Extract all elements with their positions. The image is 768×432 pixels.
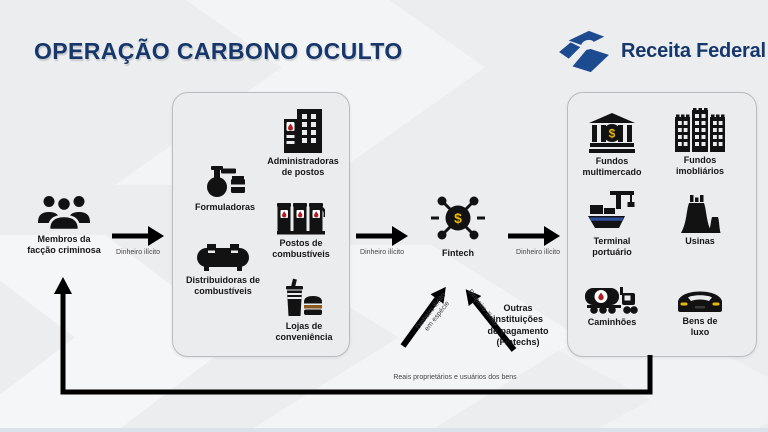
caminhoes-label: Caminhões xyxy=(587,317,637,327)
arrow-fuelchain-to-fintech xyxy=(356,226,408,246)
receita-federal-logo-icon xyxy=(559,30,609,73)
cup-burger-icon xyxy=(286,278,322,316)
page-title: OPERAÇÃO CARBONO OCULTO xyxy=(34,38,403,64)
arrow-source-to-fuelchain xyxy=(112,226,164,246)
assets-panel: $ Fundos multimercado xyxy=(567,92,757,357)
upflow-arrows xyxy=(400,286,517,352)
cooling-towers-icon xyxy=(681,195,721,233)
return-flow-label: Reais proprietários e usuários dos bens xyxy=(393,374,517,381)
fundos-multimercado-label: Fundos multimercado xyxy=(582,156,642,177)
fintech-dollar-glyph: $ xyxy=(454,210,462,226)
arrow-fintech-to-assets xyxy=(508,226,560,246)
dinheiro-ilicito-label-1: Dinheiro ilícito xyxy=(116,249,160,256)
node-fintech: $ Fintech xyxy=(408,191,508,259)
node-fundos-imobiliarios: Fundos imobliários xyxy=(652,108,748,177)
administradoras-label: Administradoras de postos xyxy=(267,156,339,177)
buildings-icon xyxy=(675,108,725,152)
station-admin-building-icon xyxy=(284,109,322,153)
fuel-pumps-icon xyxy=(277,203,325,235)
node-fundos-multimercado: $ Fundos multimercado xyxy=(564,113,660,178)
luxury-car-icon xyxy=(678,291,722,312)
postos-label: Postos de combustíveis xyxy=(272,238,330,259)
port-crane-ship-icon xyxy=(588,191,635,228)
node-postos: Postos de combustíveis xyxy=(251,199,351,260)
people-group-icon xyxy=(38,195,90,231)
node-formuladoras: Formuladoras xyxy=(175,159,275,213)
criminal-members-label: Membros da facção criminosa xyxy=(27,234,101,255)
formuladoras-label: Formuladoras xyxy=(194,202,255,212)
flask-barrel-icon xyxy=(207,166,245,197)
cash-upflow-arrow xyxy=(400,297,440,348)
bottom-edge-strip xyxy=(0,428,768,432)
fintech-label: Fintech xyxy=(441,248,474,258)
dinheiro-ilicito-label-2: Dinheiro ilícito xyxy=(360,249,404,256)
bens-de-luxo-label: Bens de luxo xyxy=(682,316,718,337)
bank-dollar-glyph: $ xyxy=(609,127,616,141)
fintechs-upflow-arrow xyxy=(472,299,517,352)
bank-dollar-icon: $ xyxy=(589,113,635,153)
lojas-label: Lojas de conveniência xyxy=(275,321,333,342)
node-criminal-members: Membros da facção criminosa xyxy=(8,193,120,256)
distribuidoras-label: Distribuidoras de combustíveis xyxy=(185,275,260,296)
node-administradoras: Administradoras de postos xyxy=(253,109,353,178)
terminal-portuario-label: Terminal portuário xyxy=(592,236,632,257)
node-usinas: Usinas xyxy=(652,195,748,247)
fintech-network-icon: $ xyxy=(431,196,485,240)
node-bens-de-luxo: Bens de luxo xyxy=(652,289,748,338)
fuel-tank-icon xyxy=(197,244,249,271)
fuel-chain-panel: Administradoras de postos Formuladoras xyxy=(172,92,350,357)
node-distribuidoras: Distribuidoras de combustíveis xyxy=(173,244,273,297)
node-lojas: Lojas de conveniência xyxy=(254,278,354,343)
return-flow-arrow xyxy=(54,277,653,395)
fundos-imobiliarios-label: Fundos imobliários xyxy=(675,155,724,176)
receita-federal-logo: Receita Federal xyxy=(556,28,766,74)
node-terminal-portuario: Terminal portuário xyxy=(564,191,660,258)
tanker-truck-icon xyxy=(585,287,638,314)
receita-federal-logo-text: Receita Federal xyxy=(621,39,766,62)
usinas-label: Usinas xyxy=(685,236,715,246)
node-caminhoes: Caminhões xyxy=(564,284,660,328)
other-payment-institutions-label: Outras instituições de pagamento (Fintec… xyxy=(487,303,549,347)
dinheiro-ilicito-label-3: Dinheiro ilícito xyxy=(516,249,560,256)
